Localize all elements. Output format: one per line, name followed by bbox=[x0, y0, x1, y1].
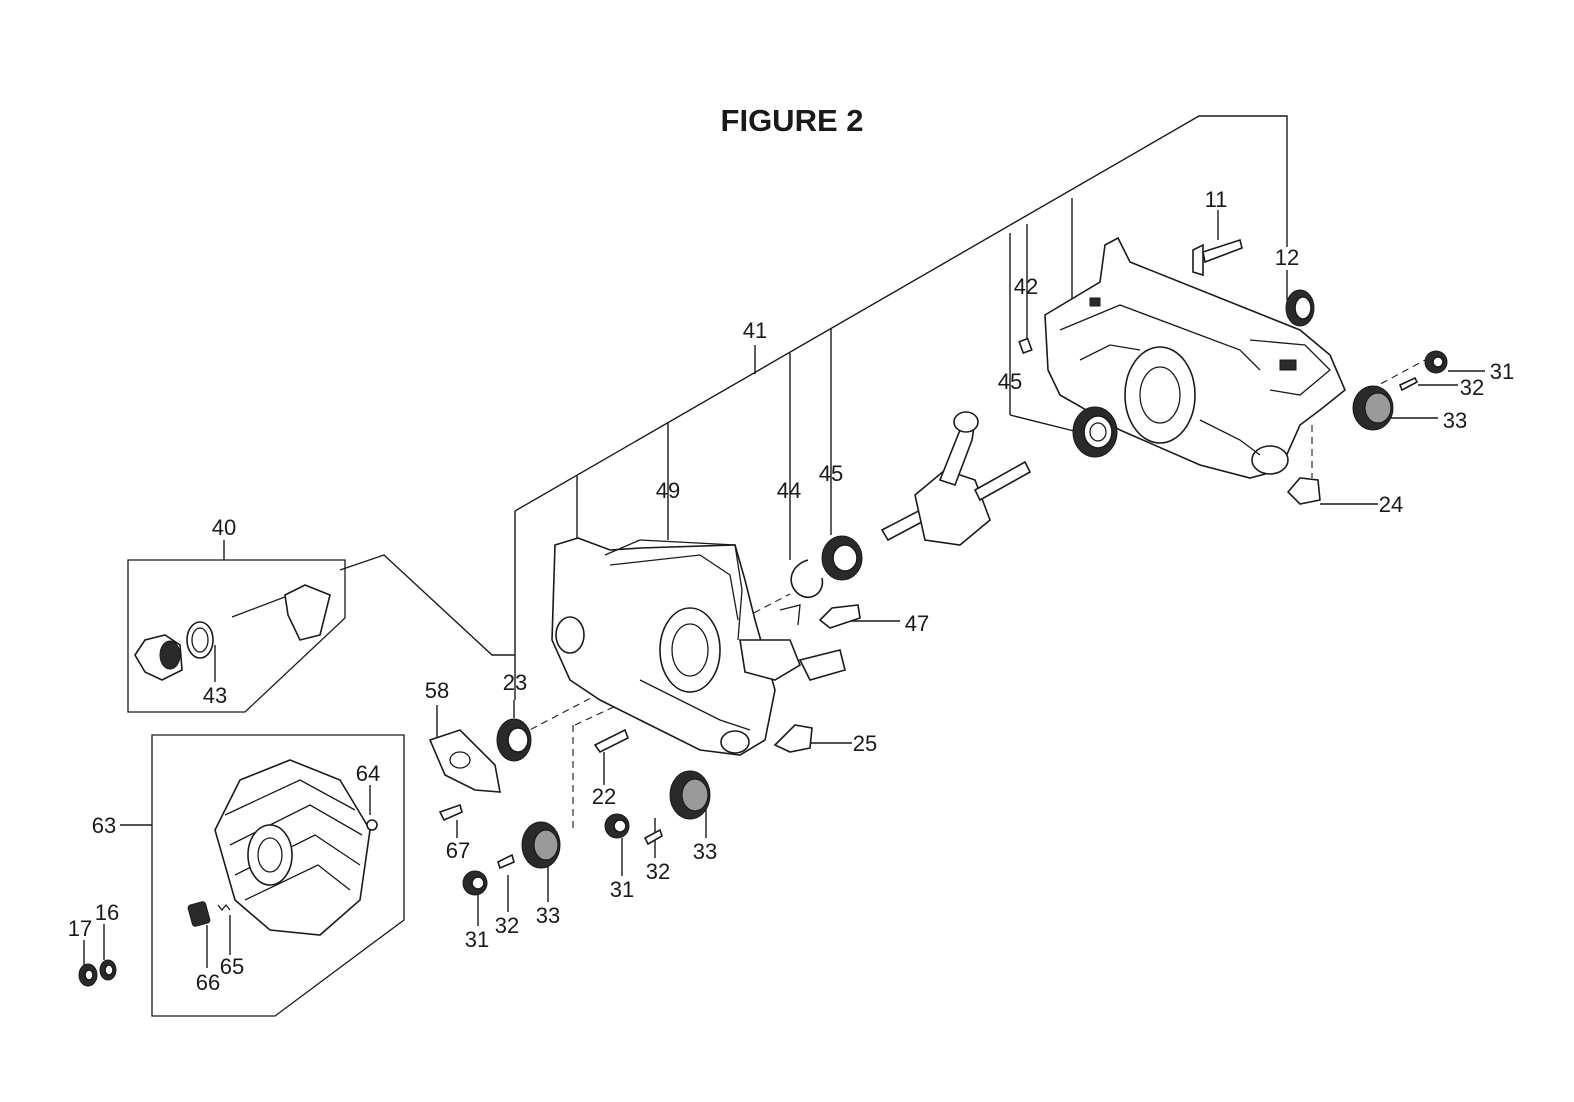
callout-42: 42 bbox=[1014, 274, 1038, 299]
nut-washer-icon bbox=[78, 959, 117, 987]
callout-23: 23 bbox=[503, 670, 527, 695]
clip-64-icon bbox=[366, 819, 378, 831]
circlip-44-icon bbox=[790, 559, 824, 599]
leader-lines bbox=[83, 115, 1485, 968]
rubber-mount-left-icon bbox=[462, 821, 561, 896]
callout-31-left: 31 bbox=[465, 927, 489, 952]
flywheel-group-box bbox=[151, 734, 405, 1017]
oil-pump-group-box bbox=[127, 559, 346, 713]
callout-12: 12 bbox=[1275, 245, 1299, 270]
callout-32-left: 32 bbox=[495, 913, 519, 938]
spring-65-icon bbox=[217, 903, 231, 912]
callout-22: 22 bbox=[592, 784, 616, 809]
callout-65: 65 bbox=[220, 954, 244, 979]
crankcase-left-icon bbox=[551, 537, 846, 756]
pawl-66-icon bbox=[187, 901, 211, 927]
bearing-left-icon bbox=[821, 535, 863, 581]
callout-47: 47 bbox=[905, 611, 929, 636]
crankshaft-icon bbox=[880, 411, 1032, 546]
bracket-25-icon bbox=[773, 724, 813, 753]
seal-12-icon bbox=[1285, 289, 1315, 327]
callout-labels: 11 12 42 41 45 31 32 33 24 49 44 45 47 4… bbox=[68, 187, 1514, 995]
gasket-49-icon bbox=[604, 539, 743, 641]
plate-58-icon bbox=[428, 729, 501, 793]
callout-43: 43 bbox=[203, 683, 227, 708]
seal-23-icon bbox=[496, 718, 532, 762]
callout-63: 63 bbox=[92, 813, 116, 838]
callout-67: 67 bbox=[446, 838, 470, 863]
callout-31-mid: 31 bbox=[610, 877, 634, 902]
rubber-mount-mid-icon bbox=[604, 770, 711, 846]
callout-66: 66 bbox=[196, 970, 220, 995]
bracket-47-icon bbox=[818, 604, 861, 629]
pin-42-icon bbox=[1018, 337, 1033, 355]
callout-49: 49 bbox=[656, 478, 680, 503]
callout-25: 25 bbox=[853, 731, 877, 756]
plate-58-hole bbox=[449, 751, 471, 769]
callout-31-right: 31 bbox=[1490, 359, 1514, 384]
screw-67-icon bbox=[438, 803, 463, 822]
bearing-icon bbox=[1072, 406, 1118, 458]
callout-32-mid: 32 bbox=[646, 859, 670, 884]
callout-32-right: 32 bbox=[1460, 375, 1484, 400]
callout-41: 41 bbox=[743, 318, 767, 343]
screw-22-icon bbox=[593, 728, 630, 754]
callout-33-left: 33 bbox=[536, 903, 560, 928]
callout-58: 58 bbox=[425, 678, 449, 703]
callout-16: 16 bbox=[95, 900, 119, 925]
callout-24: 24 bbox=[1379, 492, 1403, 517]
callout-44: 44 bbox=[777, 478, 801, 503]
callout-33-right: 33 bbox=[1443, 408, 1467, 433]
callout-33-mid: 33 bbox=[693, 839, 717, 864]
callout-17: 17 bbox=[68, 916, 92, 941]
callout-45-left: 45 bbox=[819, 461, 843, 486]
callout-11: 11 bbox=[1205, 187, 1228, 212]
oil-pump-icon bbox=[134, 584, 331, 681]
bracket-24-icon bbox=[1286, 477, 1321, 505]
callout-45-right: 45 bbox=[998, 369, 1022, 394]
screw-11-icon bbox=[1192, 238, 1243, 277]
figure-title: FIGURE 2 bbox=[721, 103, 864, 138]
rubber-mount-right-icon bbox=[1352, 350, 1448, 431]
callout-40: 40 bbox=[212, 515, 236, 540]
flywheel-icon bbox=[214, 759, 371, 936]
callout-64: 64 bbox=[356, 761, 380, 786]
